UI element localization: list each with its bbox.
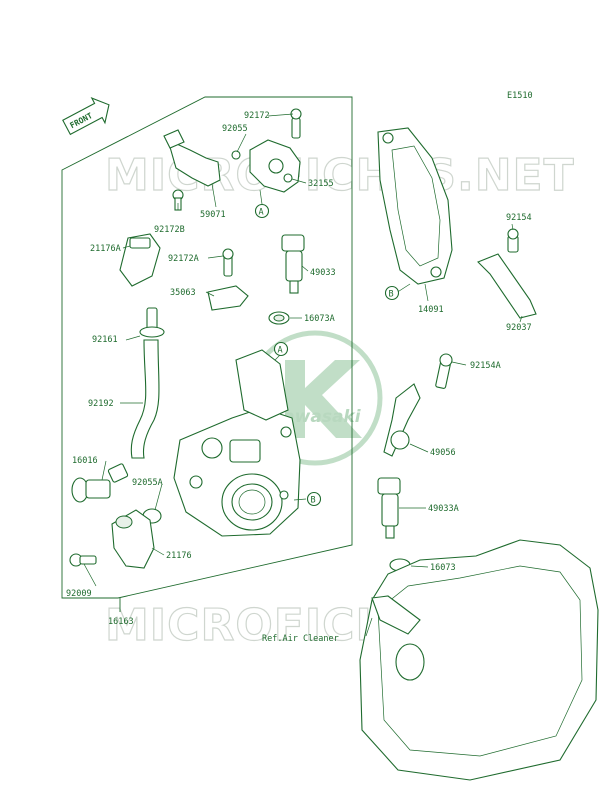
part-label: 92154: [506, 213, 532, 223]
bracket-35063: [207, 285, 249, 311]
bolt-92154a: [435, 353, 453, 389]
part-label: 92172: [244, 111, 270, 121]
part-label: 92154A: [470, 361, 501, 371]
part-label: 92037: [506, 323, 532, 333]
svg-text:B: B: [311, 496, 316, 506]
part-label: 92161: [92, 335, 118, 345]
callout-a-top: A: [254, 203, 270, 219]
pipe-49056: [383, 383, 421, 457]
part-label: 14091: [418, 305, 444, 315]
part-label: 92192: [88, 399, 114, 409]
part-label: 35063: [170, 288, 196, 298]
part-label: 49033A: [428, 504, 459, 514]
part-label: 21176A: [90, 244, 121, 254]
part-label: 16016: [72, 456, 98, 466]
part-label: 59071: [200, 210, 226, 220]
svg-text:A: A: [278, 346, 283, 356]
svg-text:B: B: [389, 290, 394, 300]
part-label: 16073A: [304, 314, 335, 324]
svg-text:A: A: [259, 208, 264, 218]
part-label: 92172A: [168, 254, 199, 264]
callout-a-mid: A: [273, 341, 289, 357]
plate-92037: [477, 228, 537, 319]
injector-49033a: [377, 477, 401, 539]
throttle-body: [173, 349, 301, 537]
part-label: 92009: [66, 589, 92, 599]
assembly-frame: [61, 96, 353, 599]
sensor-21176: [111, 509, 155, 569]
part-label: 16163: [108, 617, 134, 627]
callout-b-body: B: [306, 491, 322, 507]
air-cleaner-housing: [359, 539, 599, 781]
part-label: 49056: [430, 448, 456, 458]
part-label: 16073: [430, 563, 456, 573]
ref-note: Ref.Air Cleaner: [262, 634, 339, 644]
bolt-92172a: [222, 248, 234, 277]
leader-lines: [83, 113, 523, 637]
part-label: 49033: [310, 268, 336, 278]
part-label: 92055: [222, 124, 248, 134]
part-label: 92055A: [132, 478, 163, 488]
part-label: 32155: [308, 179, 334, 189]
callout-b-cover: B: [384, 285, 400, 301]
part-label: 92172B: [154, 225, 185, 235]
front-arrow-icon: FRONT: [62, 97, 110, 136]
part-label: 21176: [166, 551, 192, 561]
sensor-21176a: [119, 233, 161, 287]
screw-16016: [71, 463, 129, 503]
cover-14091: [377, 127, 453, 285]
injector-49033: [268, 234, 305, 325]
throttle-sensor-group: [163, 108, 302, 211]
screw-92009: [69, 553, 97, 567]
hose-group: [130, 307, 165, 459]
diagram-code: E1510: [507, 91, 533, 101]
